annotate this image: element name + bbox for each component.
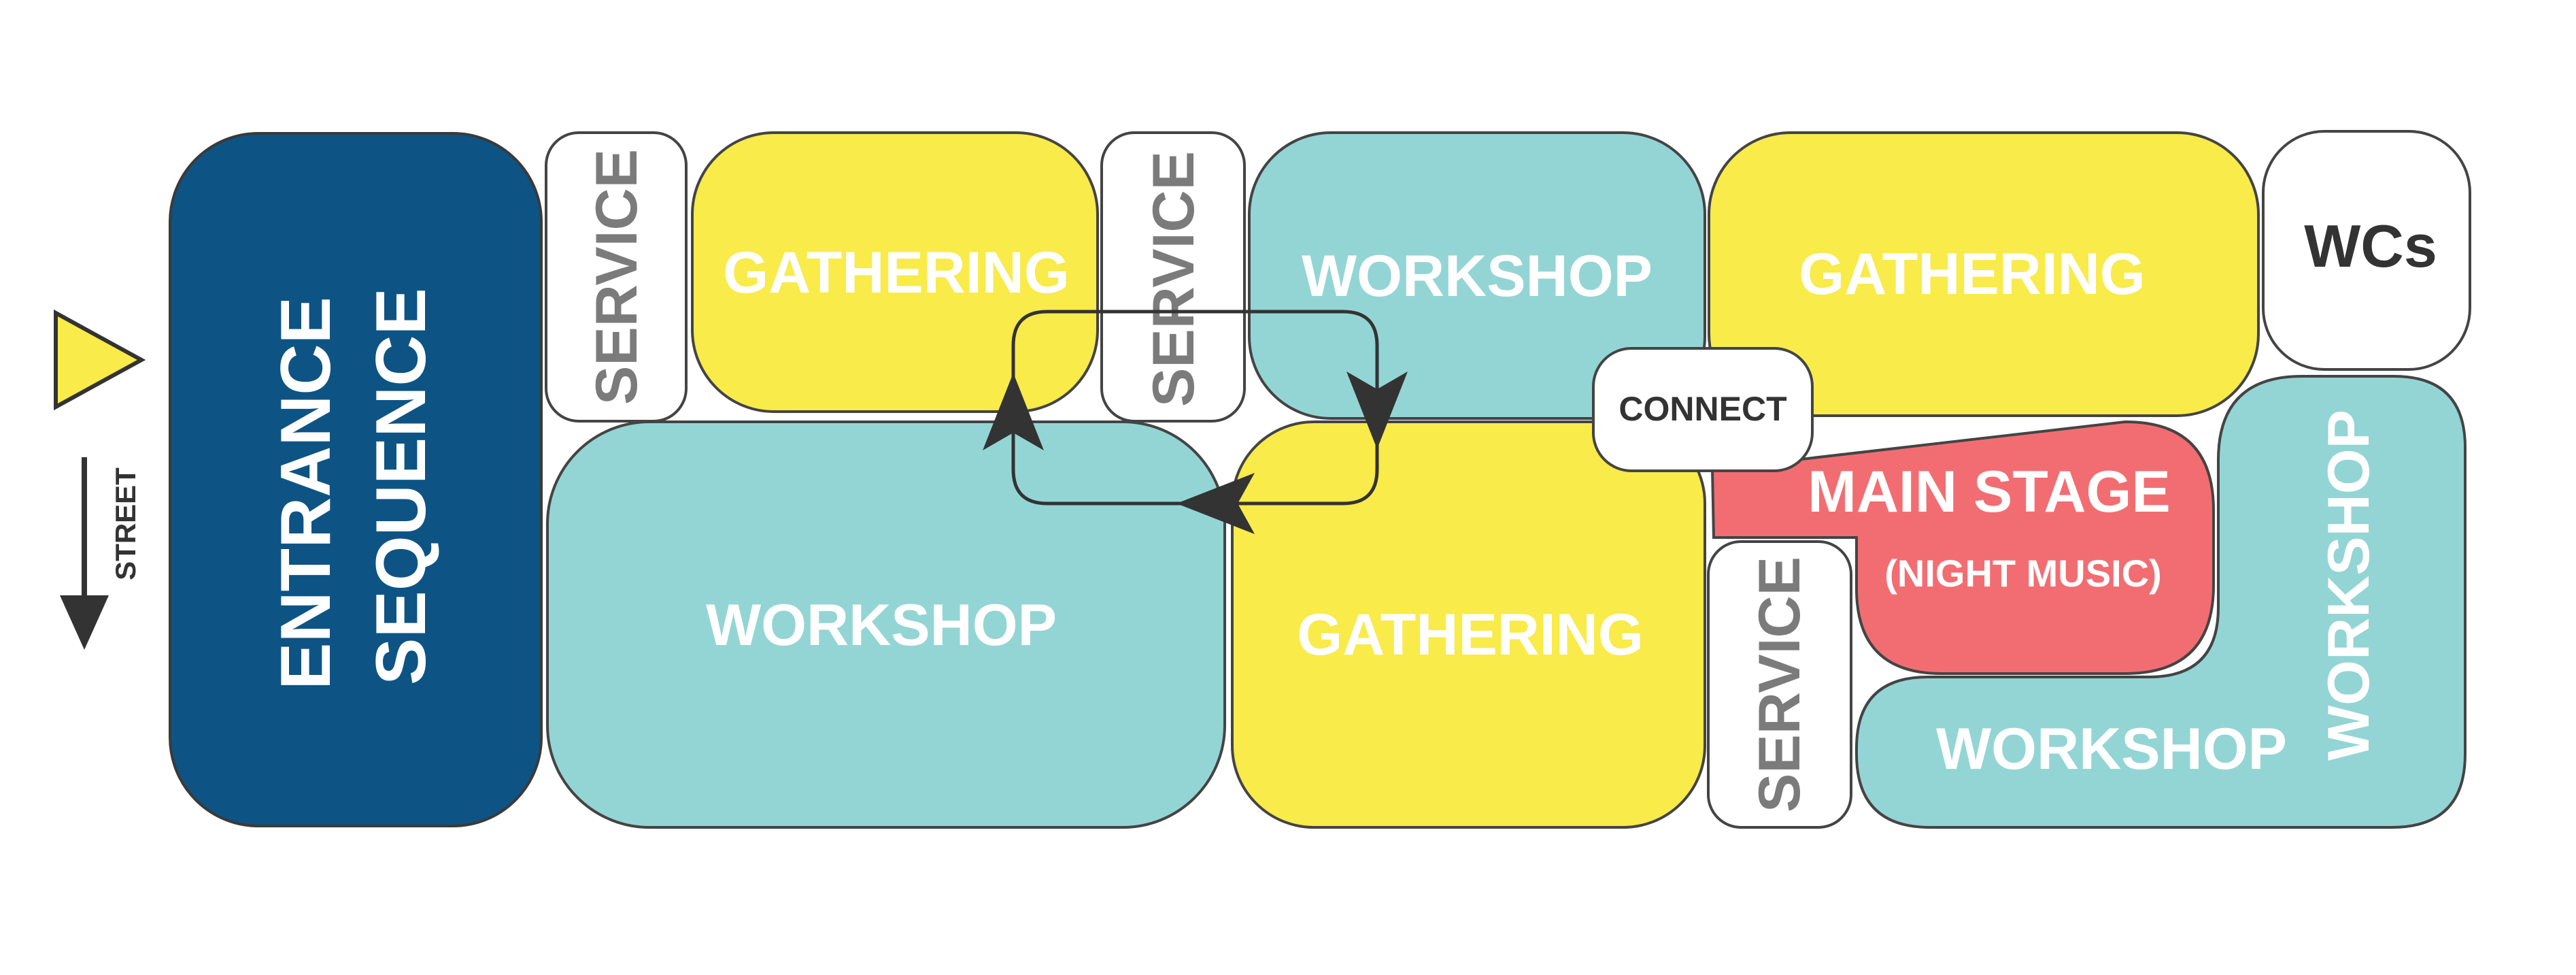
workshop-label-2: WORKSHOP (706, 593, 1057, 658)
workshop-zone-1 (1248, 131, 1706, 420)
workshop-zone-3 (1855, 375, 2467, 829)
arrow-down-icon (60, 457, 109, 650)
service-label-2: SERVICE (1141, 151, 1206, 407)
gathering-zone-2 (1708, 131, 2260, 417)
entrance-sequence-zone (169, 132, 543, 827)
arrowhead-icon (1346, 371, 1408, 449)
main-stage-zone (1710, 420, 2215, 675)
triangle-icon (54, 309, 146, 411)
main-stage-label: MAIN STAGE (1808, 459, 2171, 525)
service-label-3: SERVICE (1747, 557, 1812, 812)
arrowhead-icon (983, 373, 1044, 450)
workshop-label-1: WORKSHOP (1302, 244, 1653, 309)
gathering-label-2: GATHERING (1799, 242, 2146, 307)
gathering-zone-3 (1231, 420, 1706, 829)
gathering-zone-1 (691, 131, 1099, 413)
wcs-label: WCs (2304, 212, 2437, 280)
service-zone-1 (545, 131, 688, 423)
street-label: STREET (109, 467, 141, 580)
workshop-zone-2 (546, 420, 1226, 829)
arrowhead-icon (1176, 473, 1255, 534)
workshop-label-3: WORKSHOP (1936, 716, 2287, 782)
main-stage-sublabel: (NIGHT MUSIC) (1884, 552, 2162, 595)
service-zone-2 (1100, 131, 1246, 423)
service-zone-3 (1707, 540, 1852, 829)
entrance-label-line1: ENTRANCE (267, 297, 345, 690)
circulation-loop (1011, 310, 1379, 506)
connect-zone (1592, 347, 1814, 472)
workshop-label-4: WORKSHOP (2316, 410, 2382, 761)
connect-label: CONNECT (1619, 390, 1786, 428)
entrance-label-line2: SEQUENCE (362, 288, 441, 685)
gathering-label-3: GATHERING (1297, 602, 1644, 667)
wcs-zone (2262, 130, 2471, 371)
gathering-label-1: GATHERING (723, 240, 1070, 305)
service-label-1: SERVICE (584, 149, 649, 405)
